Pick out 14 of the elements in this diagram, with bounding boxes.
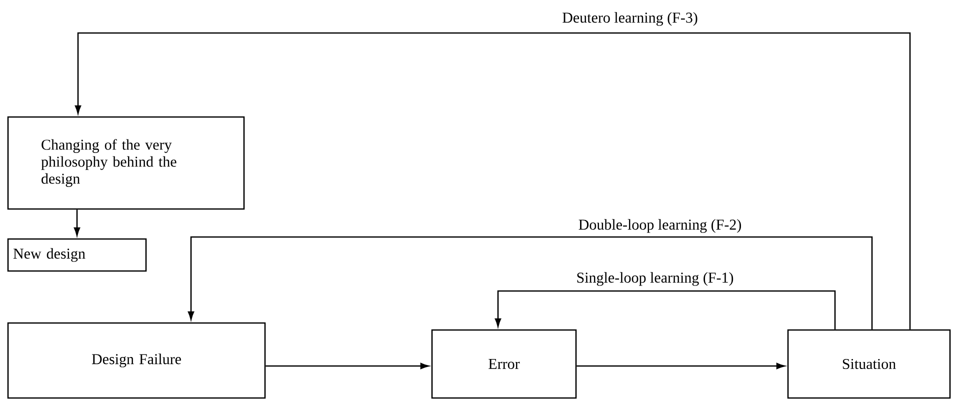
- arrow: [576, 362, 785, 370]
- process-box: Design Failure: [7, 322, 266, 399]
- process-box: Error: [431, 329, 577, 399]
- process-box: Situation: [787, 329, 951, 399]
- arrow: [494, 290, 836, 330]
- edge-label: Single-loop learning (F-1): [575, 271, 735, 287]
- arrow: [188, 236, 873, 330]
- process-box: New design: [7, 238, 147, 272]
- arrow: [74, 32, 911, 330]
- edge-label: Double-loop learning (F-2): [577, 218, 743, 234]
- edge-label: Deutero learning (F-3): [561, 11, 699, 27]
- arrow: [266, 362, 429, 370]
- arrow: [74, 210, 80, 236]
- process-box: Changing of the very philosophy behind the design: [7, 116, 245, 210]
